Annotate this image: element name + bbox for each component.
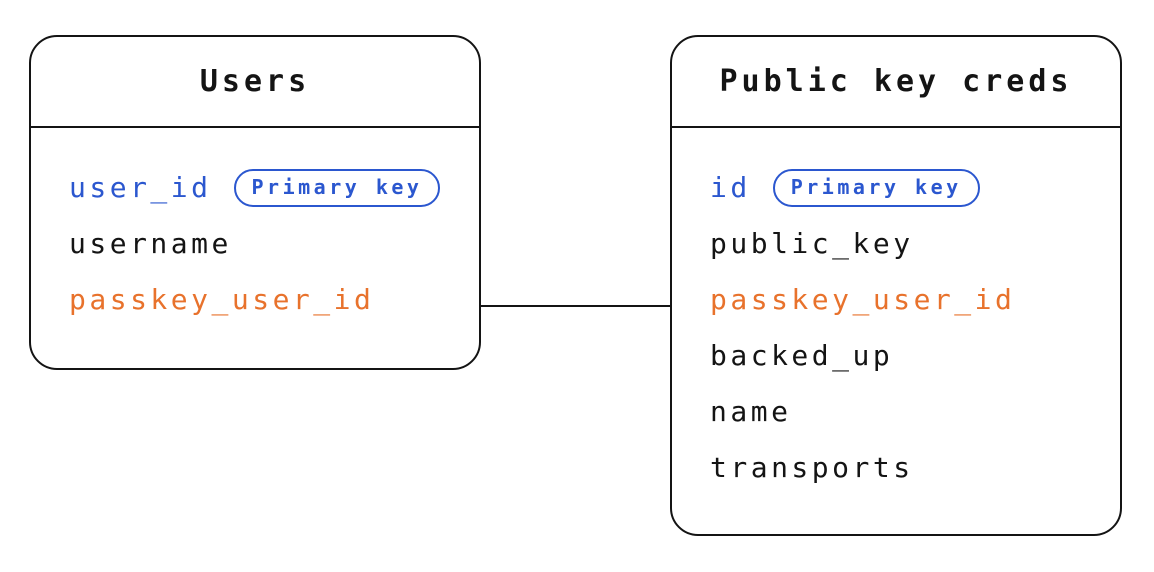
- field-name: public_key: [710, 227, 914, 260]
- field-name: name: [710, 395, 792, 428]
- field-row: transports: [710, 440, 1120, 496]
- field-row: name: [710, 384, 1120, 440]
- field-row: passkey_user_id: [710, 272, 1120, 328]
- table-title: Users: [31, 37, 479, 128]
- field-name: user_id: [69, 171, 212, 204]
- field-name: username: [69, 227, 232, 260]
- primary-key-badge: Primary key: [772, 169, 980, 207]
- field-row: user_id Primary key: [69, 160, 479, 216]
- table-node-public-key-creds: Public key creds id Primary key public_key…: [670, 35, 1122, 536]
- field-name: id: [710, 171, 751, 204]
- field-name: passkey_user_id: [69, 283, 375, 316]
- primary-key-badge: Primary key: [233, 169, 441, 207]
- field-row: passkey_user_id: [69, 272, 479, 328]
- field-name: backed_up: [710, 339, 894, 372]
- field-name: transports: [710, 451, 914, 484]
- table-title: Public key creds: [672, 37, 1120, 128]
- field-row: id Primary key: [710, 160, 1120, 216]
- field-row: backed_up: [710, 328, 1120, 384]
- field-name: passkey_user_id: [710, 283, 1016, 316]
- field-row: public_key: [710, 216, 1120, 272]
- relationship-connector-line: [481, 305, 670, 307]
- field-row: username: [69, 216, 479, 272]
